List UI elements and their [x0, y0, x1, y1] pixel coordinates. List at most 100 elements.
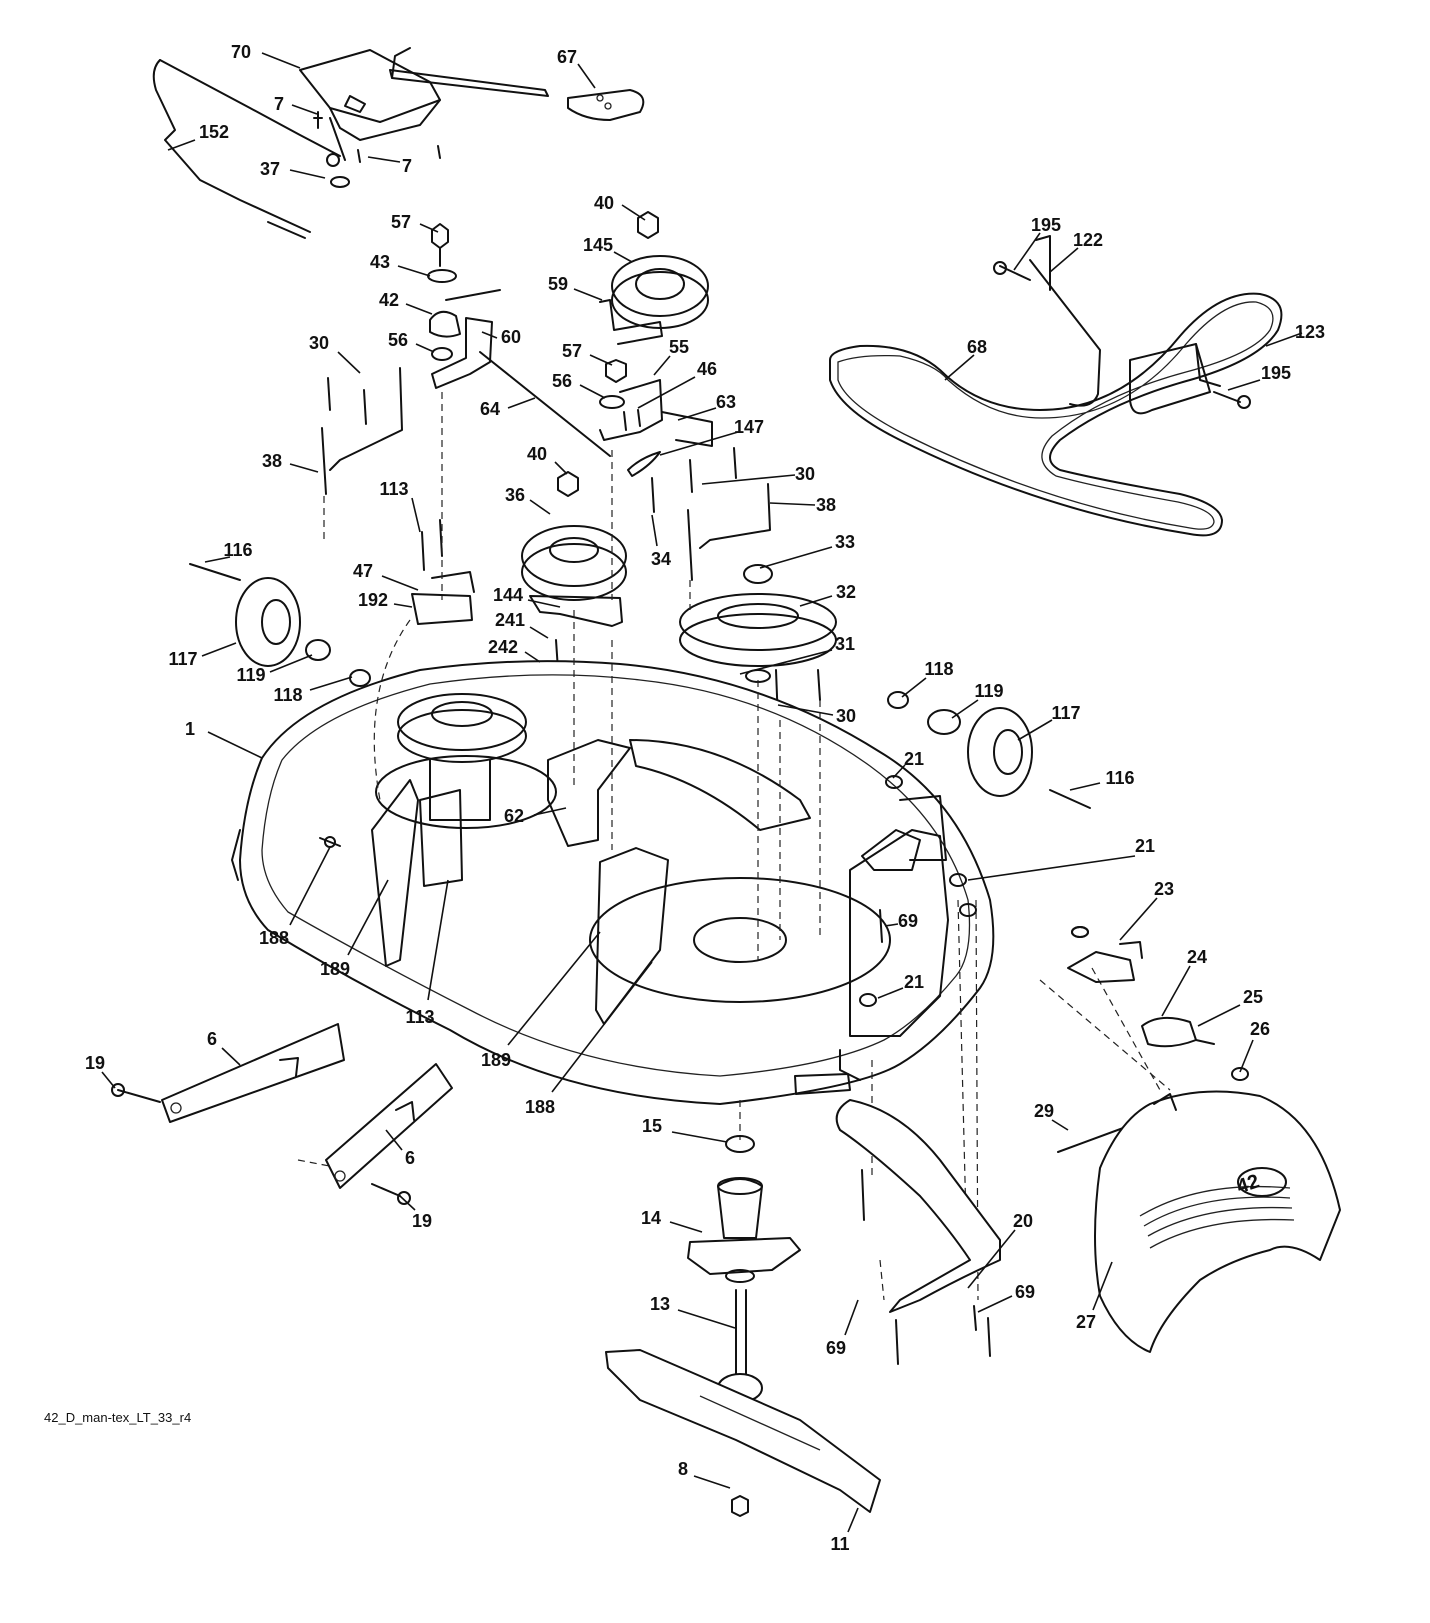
leader-line-26	[1239, 1039, 1254, 1073]
leader-line-67	[577, 63, 596, 89]
leader-line-38	[289, 463, 319, 473]
callout-13: 13	[650, 1294, 670, 1314]
leader-line-38	[769, 502, 816, 506]
callout-25: 25	[1243, 987, 1263, 1007]
callout-20: 20	[1013, 1211, 1033, 1231]
leader-line-113	[427, 879, 449, 1001]
leader-line-30	[337, 351, 361, 374]
callout-38: 38	[816, 495, 836, 515]
leader-line-21	[877, 987, 904, 999]
leader-line-11	[847, 1507, 859, 1533]
callout-116: 116	[1105, 768, 1134, 788]
callout-32: 32	[836, 582, 856, 602]
deck-hangers	[111, 1023, 453, 1205]
leader-line-13	[677, 1309, 736, 1329]
callout-69: 69	[1015, 1282, 1035, 1302]
spindle-blade-assembly	[605, 1135, 881, 1517]
rear-brackets	[835, 775, 1089, 1365]
leader-line-46	[637, 376, 696, 409]
callout-113: 113	[405, 1007, 434, 1027]
leader-line-147	[659, 431, 739, 456]
callout-29: 29	[1034, 1101, 1054, 1121]
lift-lever-assembly	[152, 47, 645, 239]
callout-15: 15	[642, 1116, 662, 1136]
leader-line-144	[527, 599, 561, 608]
callout-1: 1	[185, 719, 195, 739]
leader-line-117	[201, 642, 237, 657]
leader-line-29	[1051, 1119, 1069, 1131]
leader-line-36	[529, 499, 551, 515]
callout-62: 62	[504, 806, 524, 826]
leader-line-64	[507, 397, 536, 409]
callout-60: 60	[501, 327, 521, 347]
callout-30: 30	[309, 333, 329, 353]
callout-55: 55	[669, 337, 689, 357]
callout-116: 116	[223, 540, 252, 560]
callout-117: 117	[168, 649, 197, 669]
callout-43: 43	[370, 252, 390, 272]
callout-188: 188	[259, 928, 289, 948]
leader-line-195	[1227, 379, 1261, 391]
callout-123: 123	[1295, 322, 1325, 342]
leader-line-27	[1092, 1261, 1113, 1311]
idler-arm-assembly-left	[321, 223, 611, 495]
leader-line-43	[397, 265, 431, 277]
callout-26: 26	[1250, 1019, 1270, 1039]
leader-line-63	[677, 407, 717, 421]
callout-47: 47	[353, 561, 373, 581]
callout-40: 40	[594, 193, 614, 213]
callout-189: 189	[481, 1050, 511, 1070]
callout-30: 30	[795, 464, 815, 484]
leader-line-7	[367, 156, 401, 163]
callout-23: 23	[1154, 879, 1174, 899]
callout-56: 56	[552, 371, 572, 391]
callout-113: 113	[379, 479, 408, 499]
callout-7: 7	[402, 156, 412, 176]
callout-34: 34	[651, 549, 671, 569]
leader-line-56	[579, 384, 606, 399]
leader-line-122	[1049, 247, 1079, 273]
leader-line-188	[551, 961, 653, 1093]
leader-line-195	[1013, 232, 1041, 271]
leader-line-119	[269, 654, 313, 673]
leader-line-19	[101, 1071, 116, 1089]
callout-118: 118	[273, 685, 302, 705]
leader-line-241	[529, 626, 549, 639]
leader-line-69	[844, 1299, 859, 1336]
callout-27: 27	[1076, 1312, 1096, 1332]
drawing-code: 42_D_man-tex_LT_33_r4	[44, 1410, 191, 1425]
deflector-chute-assembly	[1057, 926, 1341, 1353]
callout-63: 63	[716, 392, 736, 412]
leader-line-1	[207, 731, 263, 759]
leader-line-123	[1265, 332, 1303, 347]
leader-line-189	[347, 879, 389, 956]
gauge-wheel-right	[887, 691, 1091, 809]
callout-40: 40	[527, 444, 547, 464]
callout-195: 195	[1261, 363, 1291, 383]
callout-242: 242	[488, 637, 518, 657]
callout-188: 188	[525, 1097, 555, 1117]
leader-line-40	[621, 204, 646, 221]
leader-line-152	[167, 139, 196, 151]
leader-line-8	[693, 1475, 731, 1489]
leader-line-56	[415, 343, 435, 353]
leader-line-32	[799, 595, 833, 607]
callout-195: 195	[1031, 215, 1061, 235]
leader-line-60	[481, 331, 498, 339]
callout-8: 8	[678, 1459, 688, 1479]
callout-31: 31	[835, 634, 855, 654]
callout-6: 6	[207, 1029, 217, 1049]
pulleys-middle	[521, 471, 837, 723]
callout-119: 119	[236, 665, 265, 685]
callout-36: 36	[505, 485, 525, 505]
leader-line-57	[419, 223, 439, 233]
callout-21: 21	[904, 749, 924, 769]
leader-line-7	[291, 104, 318, 115]
leader-line-6	[385, 1129, 403, 1151]
callout-33: 33	[835, 532, 855, 552]
callout-152: 152	[199, 122, 229, 142]
drive-belt-assembly	[829, 235, 1283, 537]
leader-line-242	[524, 651, 541, 663]
leader-line-62	[533, 807, 567, 816]
leader-line-189	[507, 931, 601, 1046]
